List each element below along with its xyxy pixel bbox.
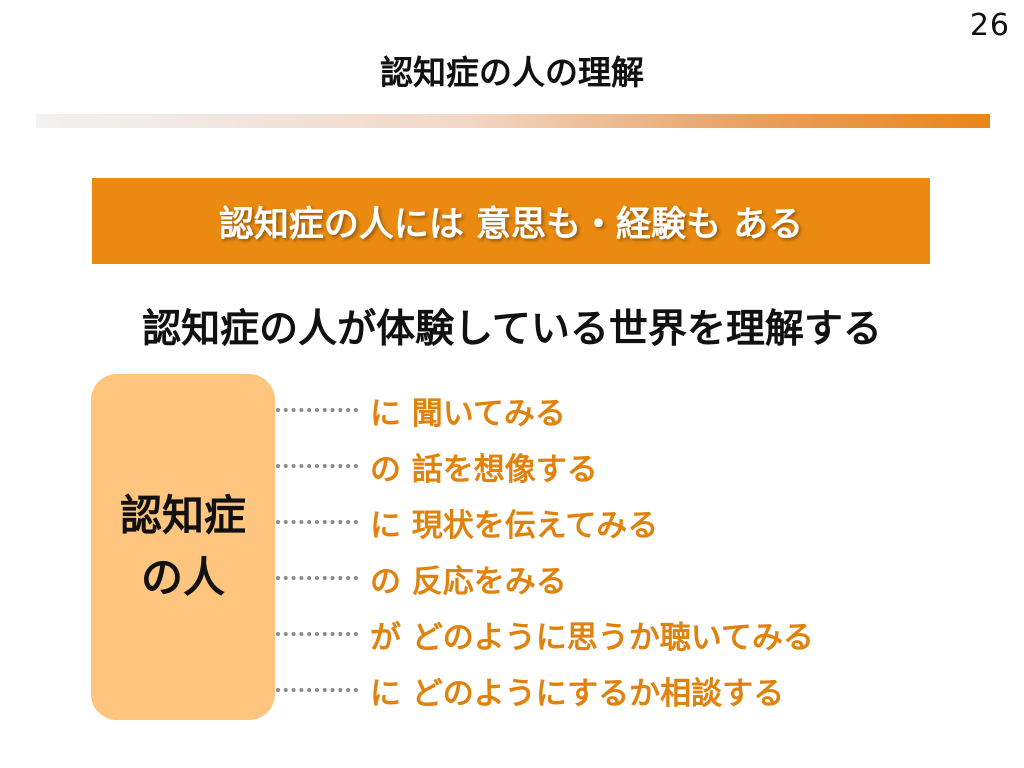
dotted-connector xyxy=(276,520,358,524)
slide-title: 認知症の人の理解 xyxy=(380,53,644,92)
action-item-text: に 現状を伝えてみる xyxy=(370,507,659,544)
person-box-line-1: 認知症 xyxy=(119,491,246,540)
dotted-connector xyxy=(276,408,358,412)
person-box-line-2: の人 xyxy=(140,553,225,602)
action-item-text: に どのようにするか相談する xyxy=(370,675,785,712)
page-number: 26 xyxy=(969,8,1010,43)
dotted-connector xyxy=(276,576,358,580)
headline-banner-text: 認知症の人には 意思も・経験も ある xyxy=(218,204,804,245)
title-gradient-divider xyxy=(36,114,990,128)
action-item-text: の 話を想像する xyxy=(370,451,598,488)
dotted-connector xyxy=(276,464,358,468)
action-item-text: が どのように思うか聴いてみる xyxy=(370,619,814,656)
action-item-text: の 反応をみる xyxy=(370,563,567,600)
action-item: に 現状を伝えてみる xyxy=(276,494,814,550)
headline-banner: 認知症の人には 意思も・経験も ある xyxy=(92,178,930,264)
action-item: の 反応をみる xyxy=(276,550,814,606)
dotted-connector xyxy=(276,688,358,692)
subheading: 認知症の人が体験している世界を理解する xyxy=(142,307,882,352)
action-item: が どのように思うか聴いてみる xyxy=(276,606,814,662)
action-item: に どのようにするか相談する xyxy=(276,662,814,718)
action-item: の 話を想像する xyxy=(276,438,814,494)
action-item: に 聞いてみる xyxy=(276,382,814,438)
action-item-text: に 聞いてみる xyxy=(370,395,566,432)
action-list: に 聞いてみる の 話を想像する に 現状を伝えてみる の 反応をみる が どの… xyxy=(276,382,814,718)
person-box: 認知症 の人 xyxy=(91,374,275,720)
dotted-connector xyxy=(276,632,358,636)
